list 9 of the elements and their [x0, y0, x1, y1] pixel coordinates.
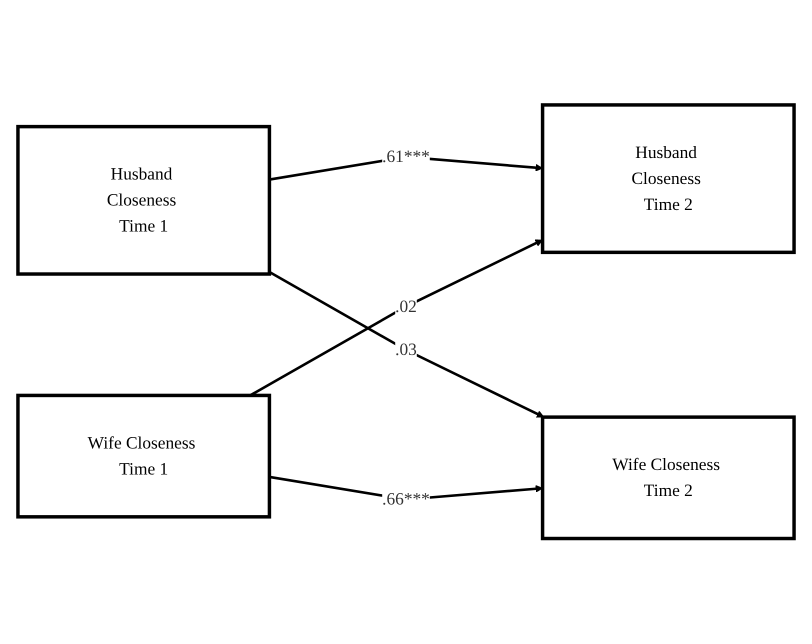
arrow: [268, 271, 544, 418]
node-box: Wife Closeness Time 2: [540, 416, 796, 541]
edge-label: .03: [395, 340, 417, 360]
edge-label: .61***: [382, 148, 430, 167]
node-box: Husband Closeness Time 1: [16, 125, 272, 276]
edge-label: .66***: [382, 490, 430, 510]
node-box: Wife Closeness Time 1: [16, 394, 272, 519]
edge-label: .02: [395, 297, 417, 316]
node-box: Husband Closeness Time 2: [540, 103, 796, 254]
